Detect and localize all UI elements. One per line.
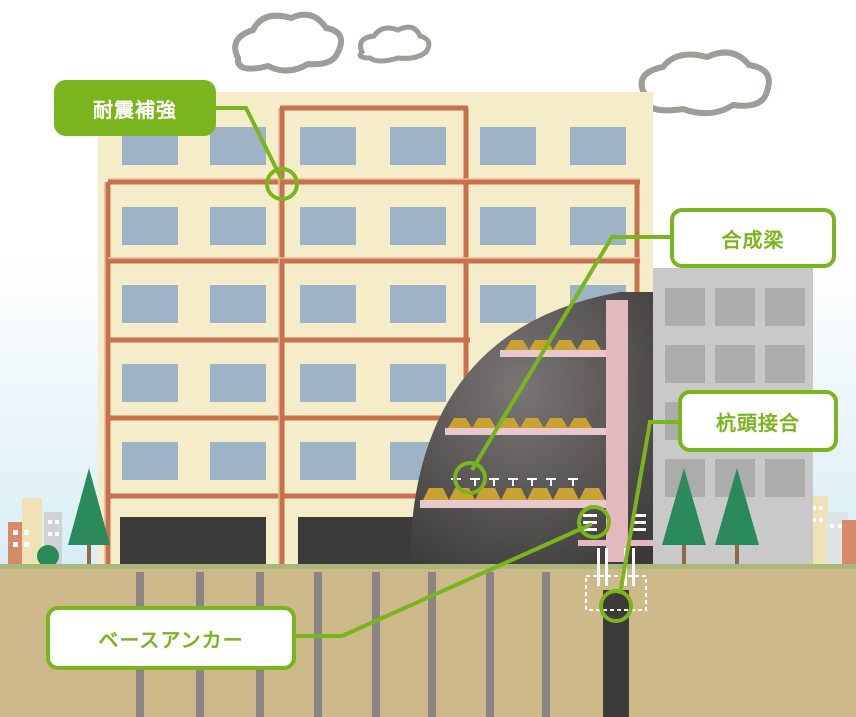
leader-lines [214, 106, 686, 638]
highlight-circles [265, 167, 633, 623]
label-base-anchor: ベースアンカー [46, 606, 296, 670]
label-pile-head-joint: 杭頭接合 [678, 390, 838, 452]
bush-icon [37, 545, 59, 567]
garage-door [120, 517, 266, 568]
tree-icon [68, 468, 110, 568]
label-composite-beam: 合成梁 [670, 208, 836, 268]
seismic-frame [105, 105, 640, 568]
building-windows [122, 127, 626, 480]
cloud-icon [232, 11, 344, 74]
cloud-icon [357, 24, 432, 64]
anchor-bolt-icon [583, 514, 646, 531]
tree-icon [715, 468, 759, 568]
label-seismic-reinforcement: 耐震補強 [54, 80, 216, 136]
cutaway-section [410, 292, 653, 568]
cloud-icon [638, 49, 772, 117]
tree-icon [662, 468, 706, 568]
background-building-left [8, 498, 62, 566]
